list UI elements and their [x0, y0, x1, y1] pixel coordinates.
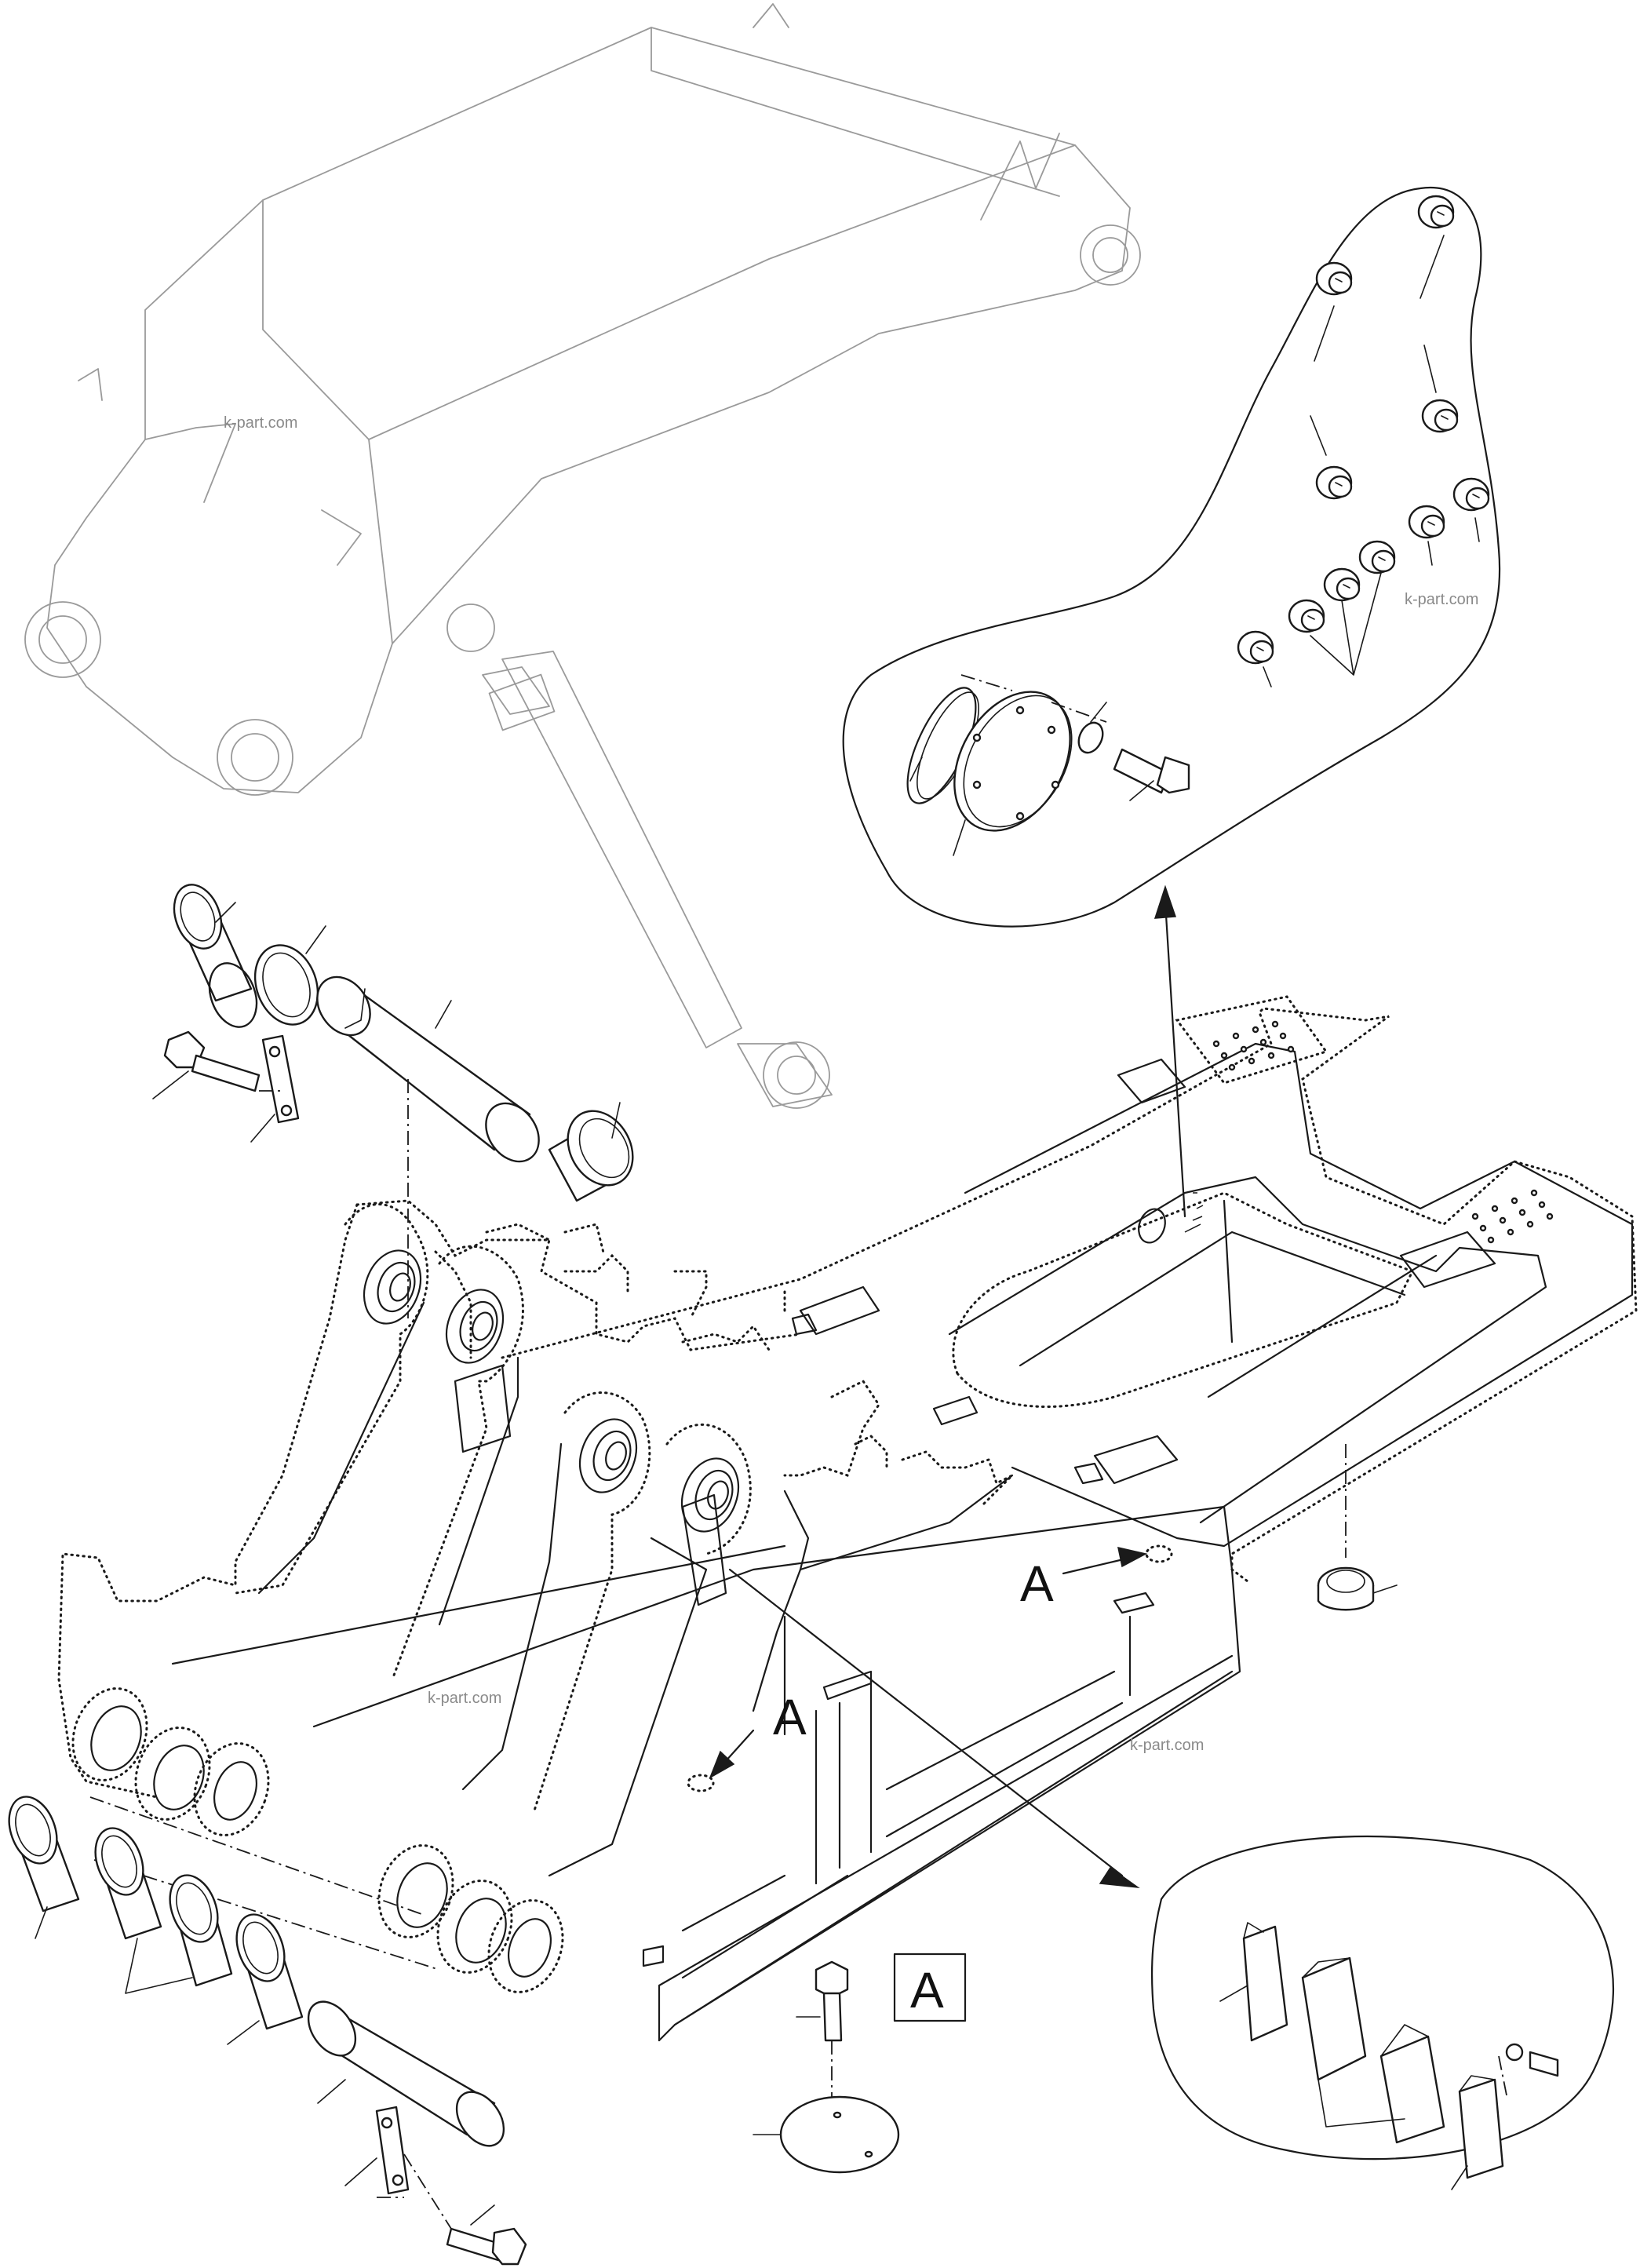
boom-outline — [24, 3, 1141, 1109]
arrow-to-shim-detail — [728, 1568, 1140, 1889]
frame-plug — [1317, 1444, 1398, 1611]
view-a-callout-lower: A — [709, 1689, 807, 1779]
lower-lug-row — [71, 1687, 564, 1993]
plug-detail-bubble: k-part.com — [842, 186, 1501, 928]
watermark-text: k-part.com — [1130, 1737, 1204, 1754]
detail-label-letter: A — [910, 1962, 944, 2018]
hex-plug-icons — [1237, 195, 1490, 665]
watermark-text: k-part.com — [1405, 591, 1478, 608]
main-frame: k-part.com k-part.com — [57, 995, 1638, 2042]
shim-detail-bubble — [1150, 1835, 1614, 2190]
bolt-pattern-top-right — [1212, 1020, 1554, 1244]
detail-a-cover: A — [753, 1953, 967, 2174]
watermark-text: k-part.com — [428, 1690, 501, 1707]
lower-pin-assembly — [8, 1796, 527, 2266]
watermark-text: k-part.com — [224, 414, 297, 432]
callout-letter: A — [773, 1689, 807, 1745]
view-a-callout-right: A — [1020, 1547, 1148, 1612]
upper-pin-assembly — [152, 884, 634, 1318]
callout-letter: A — [1020, 1555, 1054, 1612]
detail-label-box — [893, 1953, 967, 2022]
arrow-to-plug-detail — [1153, 884, 1186, 1218]
cover-plate-group — [906, 687, 1190, 832]
